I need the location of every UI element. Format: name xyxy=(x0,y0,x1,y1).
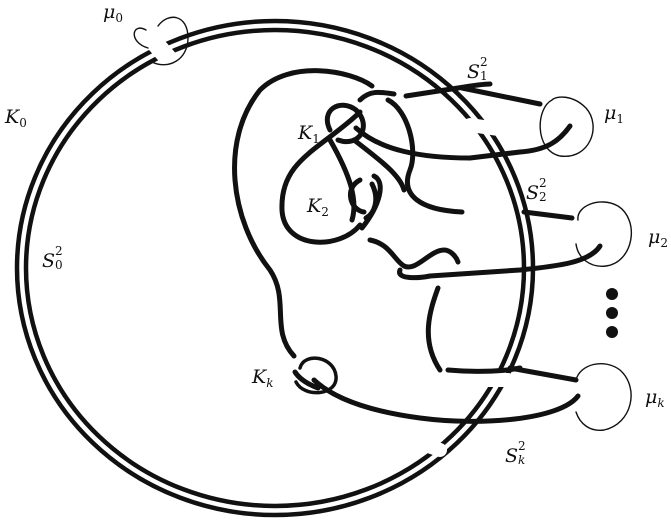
knot-strand-mid xyxy=(370,240,600,278)
inner-circle xyxy=(26,30,524,506)
label-mu2: μ2 xyxy=(648,228,668,247)
label-K2: K2 xyxy=(307,197,329,216)
label-mu1: μ1 xyxy=(604,104,624,123)
label-K0: K0 xyxy=(5,108,27,127)
outer-circle xyxy=(17,21,533,515)
label-Kk: Kk xyxy=(252,368,273,387)
knot-strand-s2 xyxy=(524,212,572,218)
ellipsis-dot xyxy=(606,307,618,319)
ellipsis-dot xyxy=(606,326,618,338)
ellipsis-dot xyxy=(606,288,618,300)
label-mu0: μ0 xyxy=(103,3,123,22)
knot-strand-kk xyxy=(314,380,578,421)
muk-loop xyxy=(576,364,631,431)
label-muk: μk xyxy=(645,388,665,407)
label-K1: K1 xyxy=(298,124,320,143)
